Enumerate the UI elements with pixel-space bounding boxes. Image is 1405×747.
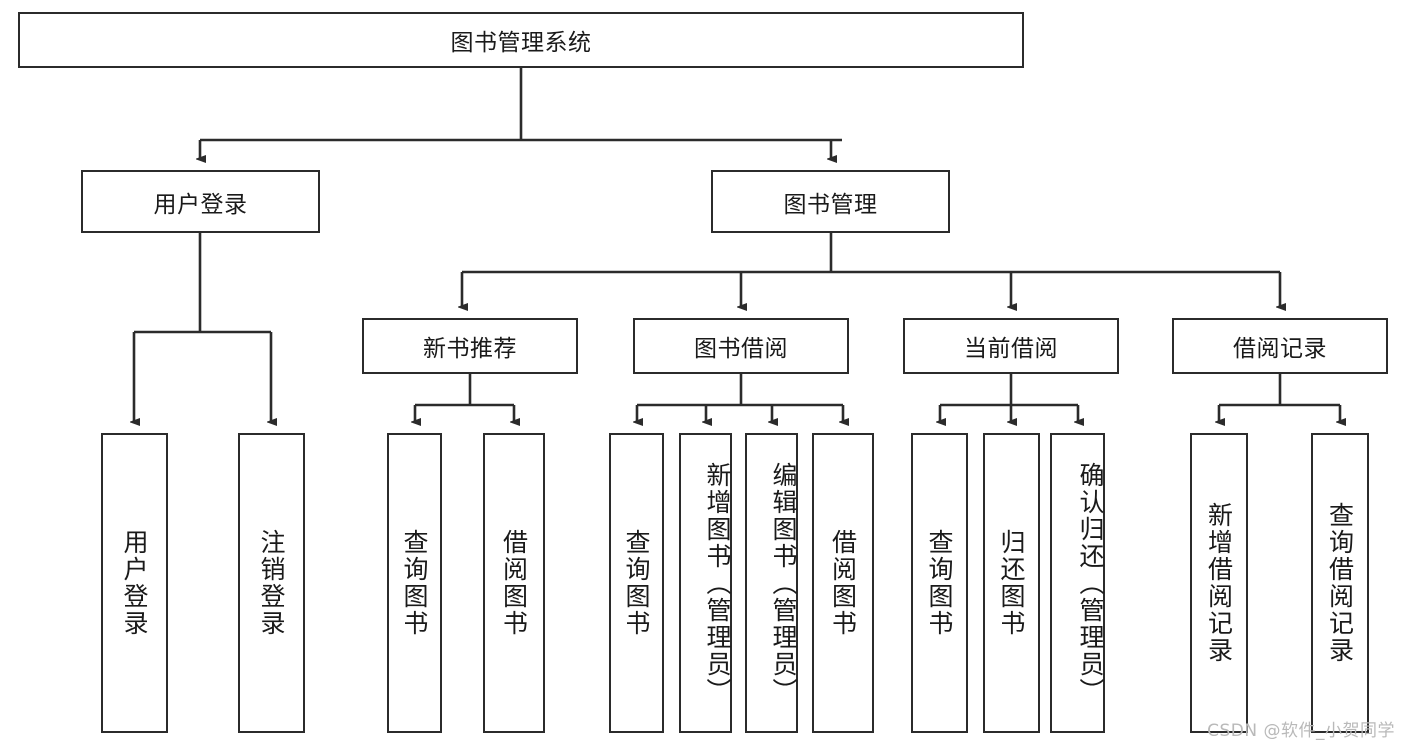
node-leaf-user-logout[interactable]: 注销登录 [238, 433, 305, 733]
node-leaf-borrow-book-rec[interactable]: 借阅图书 [483, 433, 545, 733]
node-leaf-edit-book-label: 编辑图书（管理员） [769, 461, 798, 705]
node-current-borrow-label: 当前借阅 [964, 336, 1058, 362]
node-leaf-add-borrow-record-label: 新增借阅记录 [1204, 502, 1234, 664]
watermark-text: CSDN @软件_小贺同学 [1207, 721, 1395, 741]
node-book-manage[interactable]: 图书管理 [711, 170, 950, 233]
node-root[interactable]: 图书管理系统 [18, 12, 1024, 68]
node-leaf-borrow-book[interactable]: 借阅图书 [812, 433, 874, 733]
node-book-borrow[interactable]: 图书借阅 [633, 318, 849, 374]
node-current-borrow[interactable]: 当前借阅 [903, 318, 1119, 374]
node-leaf-user-login[interactable]: 用户登录 [101, 433, 168, 733]
node-leaf-query-borrow-record[interactable]: 查询借阅记录 [1311, 433, 1369, 733]
node-leaf-return-book-label: 归还图书 [997, 529, 1026, 637]
node-leaf-add-borrow-record[interactable]: 新增借阅记录 [1190, 433, 1248, 733]
node-leaf-user-logout-label: 注销登录 [257, 529, 286, 637]
node-leaf-add-book-label: 新增图书（管理员） [703, 461, 732, 705]
node-leaf-confirm-return[interactable]: 确认归还（管理员） [1050, 433, 1105, 733]
node-book-borrow-label: 图书借阅 [694, 336, 788, 362]
node-leaf-query-book-cur-label: 查询图书 [925, 529, 954, 637]
node-leaf-borrow-book-rec-label: 借阅图书 [499, 529, 529, 637]
node-new-book-recommend-label: 新书推荐 [423, 336, 517, 362]
node-leaf-edit-book[interactable]: 编辑图书（管理员） [745, 433, 798, 733]
node-borrow-record[interactable]: 借阅记录 [1172, 318, 1388, 374]
node-new-book-recommend[interactable]: 新书推荐 [362, 318, 578, 374]
node-leaf-query-book-borrow[interactable]: 查询图书 [609, 433, 664, 733]
node-leaf-add-book[interactable]: 新增图书（管理员） [679, 433, 732, 733]
node-leaf-confirm-return-label: 确认归还（管理员） [1076, 461, 1105, 705]
node-book-manage-label: 图书管理 [783, 191, 878, 218]
node-leaf-return-book[interactable]: 归还图书 [983, 433, 1040, 733]
node-user-login[interactable]: 用户登录 [81, 170, 320, 233]
node-leaf-borrow-book-label: 借阅图书 [828, 529, 858, 637]
node-leaf-query-book-borrow-label: 查询图书 [622, 529, 651, 637]
node-leaf-query-book-rec[interactable]: 查询图书 [387, 433, 442, 733]
node-leaf-query-borrow-record-label: 查询借阅记录 [1325, 502, 1355, 664]
node-user-login-label: 用户登录 [153, 191, 248, 218]
node-root-label: 图书管理系统 [450, 30, 592, 56]
node-borrow-record-label: 借阅记录 [1233, 336, 1327, 362]
node-leaf-query-book-cur[interactable]: 查询图书 [911, 433, 968, 733]
node-leaf-user-login-label: 用户登录 [120, 529, 149, 637]
node-leaf-query-book-rec-label: 查询图书 [400, 529, 429, 637]
